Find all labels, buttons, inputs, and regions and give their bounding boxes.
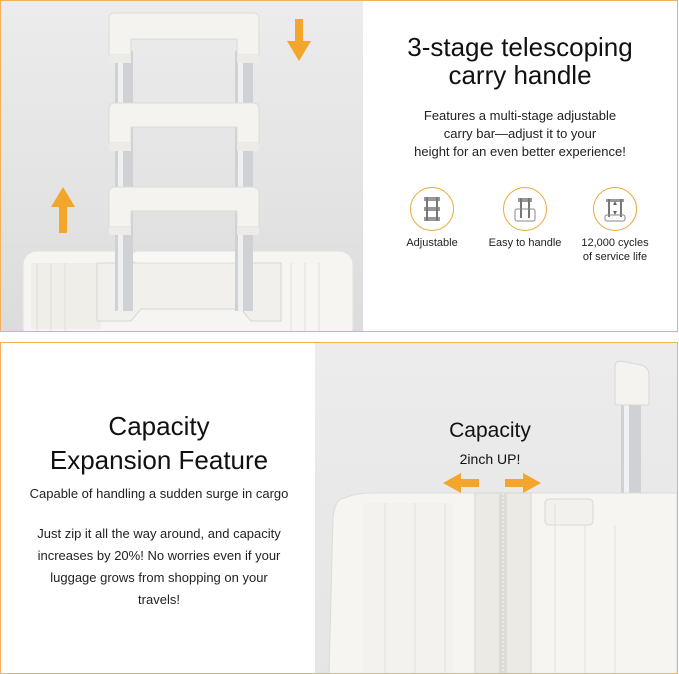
capacity-overlay-title: Capacity	[449, 419, 531, 442]
capacity-description: Just zip it all the way around, and capa…	[1, 523, 317, 611]
title-line: 3-stage telescoping	[407, 32, 633, 62]
feature-service-life: 12,000 cycles of service life	[575, 187, 655, 264]
cycles-icon	[593, 187, 637, 231]
capacity-feature-panel: Capacity Expansion Feature Capable of ha…	[0, 342, 678, 674]
arrow-right-icon	[505, 473, 541, 493]
arrow-down-icon	[287, 19, 311, 61]
body-line: increases by 20%! No worries even if you…	[37, 548, 281, 563]
arrow-up-icon	[51, 187, 75, 233]
title-line: Capacity	[108, 411, 210, 441]
description-line: carry bar—adjust it to your	[443, 126, 597, 141]
arrow-left-icon	[443, 473, 479, 493]
page-title: 3-stage telescoping carry handle	[363, 33, 677, 89]
body-line: Just zip it all the way around, and capa…	[37, 526, 281, 541]
expandable-suitcase-photo: Capacity 2inch UP!	[315, 343, 677, 673]
easy-handle-icon	[503, 187, 547, 231]
body-line: travels!	[138, 592, 180, 607]
description-line: Features a multi-stage adjustable	[423, 108, 617, 123]
feature-label: 12,000 cycles	[581, 237, 649, 249]
title-line: carry handle	[448, 60, 592, 90]
capacity-subtitle: Capable of handling a sudden surge in ca…	[29, 486, 289, 501]
adjustable-handle-icon	[410, 187, 454, 231]
body-line: luggage grows from shopping on your	[50, 570, 268, 585]
feature-label: Adjustable	[406, 237, 458, 249]
capacity-overlay-subtitle: 2inch UP!	[459, 451, 521, 467]
description-line: height for an even better experience!	[414, 144, 626, 159]
telescoping-handle-photo	[1, 1, 363, 331]
handle-feature-text: 3-stage telescoping carry handle Feature…	[363, 1, 677, 331]
handle-description: Features a multi-stage adjustable carry …	[363, 107, 677, 161]
feature-label: of service life	[582, 251, 648, 263]
capacity-feature-text: Capacity Expansion Feature Capable of ha…	[1, 343, 317, 673]
feature-adjustable: Adjustable	[392, 187, 472, 250]
feature-easy-handle: Easy to handle	[485, 187, 565, 250]
handle-feature-panel: 3-stage telescoping carry handle Feature…	[0, 0, 678, 332]
feature-label: Easy to handle	[488, 237, 562, 249]
title-line: Expansion Feature	[49, 445, 269, 475]
section-title: Capacity Expansion Feature	[1, 409, 317, 477]
